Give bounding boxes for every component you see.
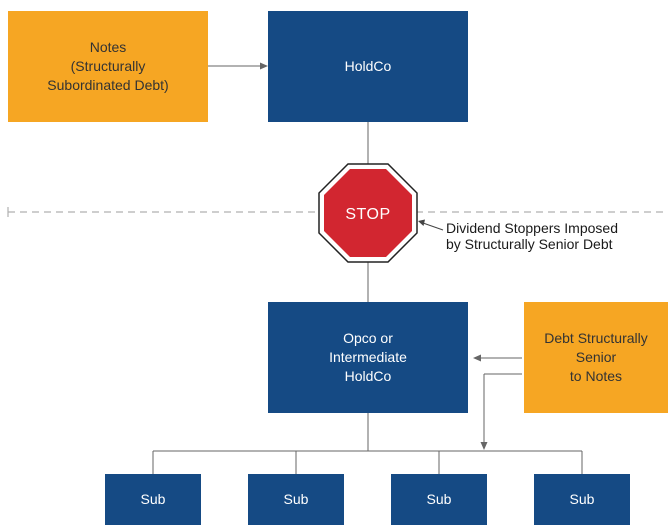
stop-sign-label: STOP [345, 206, 391, 223]
stop-annotation: Dividend Stoppers Imposed by Structurall… [446, 220, 618, 252]
annotation-arrowhead [418, 219, 425, 226]
notes-box: Notes (Structurally Subordinated Debt) [8, 11, 208, 122]
senior-debt-box: Debt Structurally Senior to Notes [524, 302, 668, 413]
stop-sign-icon [318, 163, 418, 263]
sub-box-3: Sub [391, 474, 487, 525]
senior-to-subs-arrowhead [480, 442, 488, 450]
sub-box-1: Sub [105, 474, 201, 525]
annotation-arrow-line [422, 222, 444, 231]
opco-box: Opco or Intermediate HoldCo [268, 302, 468, 413]
notes-arrowhead [260, 62, 268, 70]
sub-box-4: Sub [534, 474, 630, 525]
sub-box-2: Sub [248, 474, 344, 525]
senior-to-opco-arrowhead [473, 354, 481, 362]
holdco-box: HoldCo [268, 11, 468, 122]
